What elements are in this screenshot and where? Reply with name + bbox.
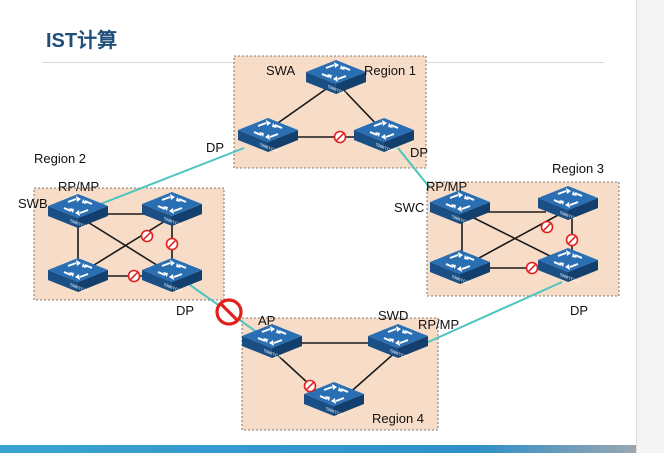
port-role-r1-right: DP	[410, 145, 428, 160]
region-3-label: Region 3	[552, 161, 604, 176]
port-role-r4-ap: AP	[258, 313, 275, 328]
region-4-label: Region 4	[372, 411, 424, 426]
port-role-r1-left: DP	[206, 140, 224, 155]
blocked-port-icon	[127, 269, 141, 283]
port-role-r4-rpmp: RP/MP	[418, 317, 459, 332]
side-panel-edge	[636, 0, 664, 453]
region-1-label: Region 1	[364, 63, 416, 78]
switch-name-swb: SWB	[18, 196, 48, 211]
port-role-r2-rpmp: RP/MP	[58, 179, 99, 194]
link-r1-r3	[397, 147, 431, 189]
port-role-r2-dp: DP	[176, 303, 194, 318]
port-role-r3-dp: DP	[570, 303, 588, 318]
blocked-port-icon	[303, 379, 317, 393]
link-r1	[267, 81, 337, 131]
blocked-port-icon	[565, 233, 579, 247]
link-r2	[77, 215, 169, 273]
ist-topology-diagram: SWITCH	[18, 55, 620, 431]
blocked-port-icon	[140, 229, 154, 243]
switch-name-swa: SWA	[266, 63, 295, 78]
blocked-port-icon	[333, 130, 347, 144]
blocked-port-icon	[165, 237, 179, 251]
no-entry-icon	[215, 298, 243, 326]
slide: IST计算	[0, 30, 636, 453]
link-r2	[85, 217, 171, 271]
region-2-label: Region 2	[34, 151, 86, 166]
blocked-port-icon	[540, 220, 554, 234]
footer-bar	[0, 445, 636, 453]
switch-name-swc: SWC	[394, 200, 424, 215]
switch-name-swd: SWD	[378, 308, 408, 323]
link-r2-r1	[97, 147, 245, 206]
slide-title: IST计算	[46, 30, 118, 52]
blocked-port-icon	[525, 261, 539, 275]
link-r4-r3	[425, 281, 563, 344]
port-role-r3-rpmp: RP/MP	[426, 179, 467, 194]
link-r4	[345, 349, 399, 397]
